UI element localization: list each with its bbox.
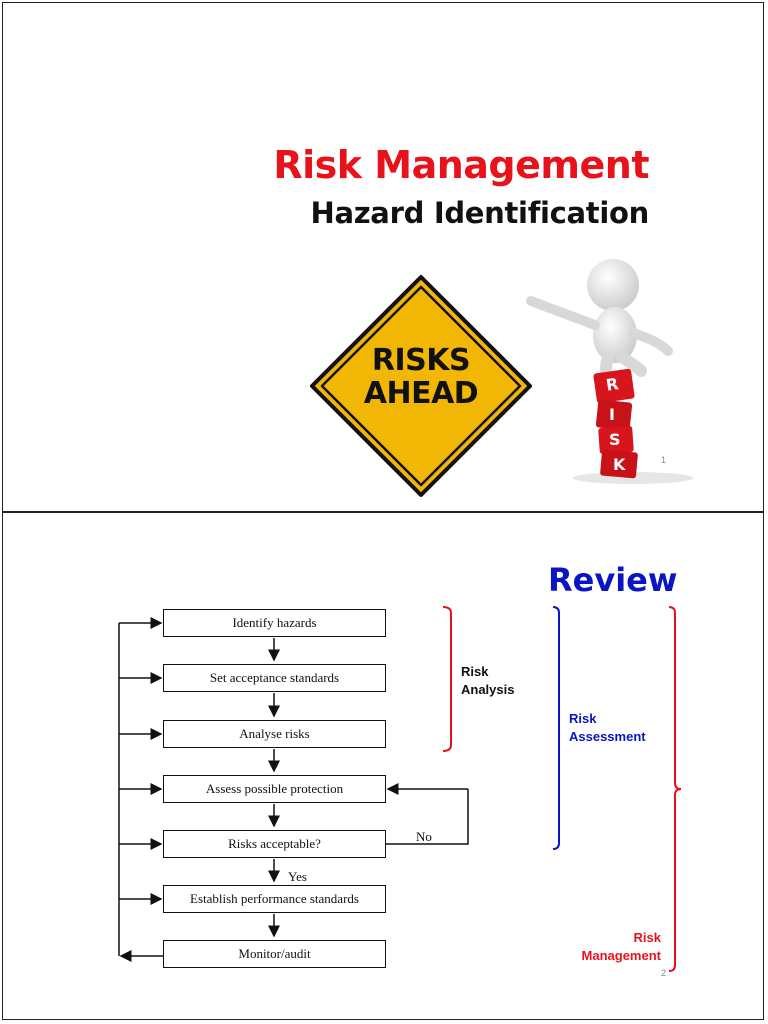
warning-sign-icon	[310, 275, 532, 497]
flow-step-performance-standards: Establish performance standards	[163, 885, 386, 913]
review-heading: Review	[548, 561, 678, 599]
slide-title: Risk Management	[273, 143, 649, 187]
sign-line-2: AHEAD	[363, 376, 479, 411]
slide-subtitle: Hazard Identification	[310, 196, 649, 230]
flowchart-connectors	[118, 606, 682, 972]
flow-step-set-acceptance: Set acceptance standards	[163, 664, 386, 692]
page-number: 1	[661, 455, 667, 465]
flow-step-assess-protection: Assess possible protection	[163, 775, 386, 803]
bracket-label-risk-assessment: Risk Assessment	[569, 711, 646, 744]
slide-2: Review	[2, 512, 764, 1020]
blocks-letter: K	[613, 455, 626, 474]
blocks-letter: I	[609, 405, 615, 424]
no-label: No	[416, 829, 432, 844]
slide-1: Risk Management Hazard Identification RI…	[2, 2, 764, 512]
flow-step-risks-acceptable: Risks acceptable?	[163, 830, 386, 858]
bracket-label-risk-analysis: Risk Analysis	[461, 664, 515, 697]
blocks-letter: S	[609, 430, 621, 449]
flow-step-analyse-risks: Analyse risks	[163, 720, 386, 748]
page-number: 2	[661, 968, 667, 978]
bracket-label-risk-management: Risk Management	[581, 930, 661, 963]
yes-label: Yes	[288, 869, 307, 884]
flow-step-monitor-audit: Monitor/audit	[163, 940, 386, 968]
sign-line-1: RISKS	[371, 343, 471, 378]
person-on-blocks-icon	[526, 259, 693, 484]
flow-step-identify-hazards: Identify hazards	[163, 609, 386, 637]
blocks-letter: R	[604, 374, 620, 395]
